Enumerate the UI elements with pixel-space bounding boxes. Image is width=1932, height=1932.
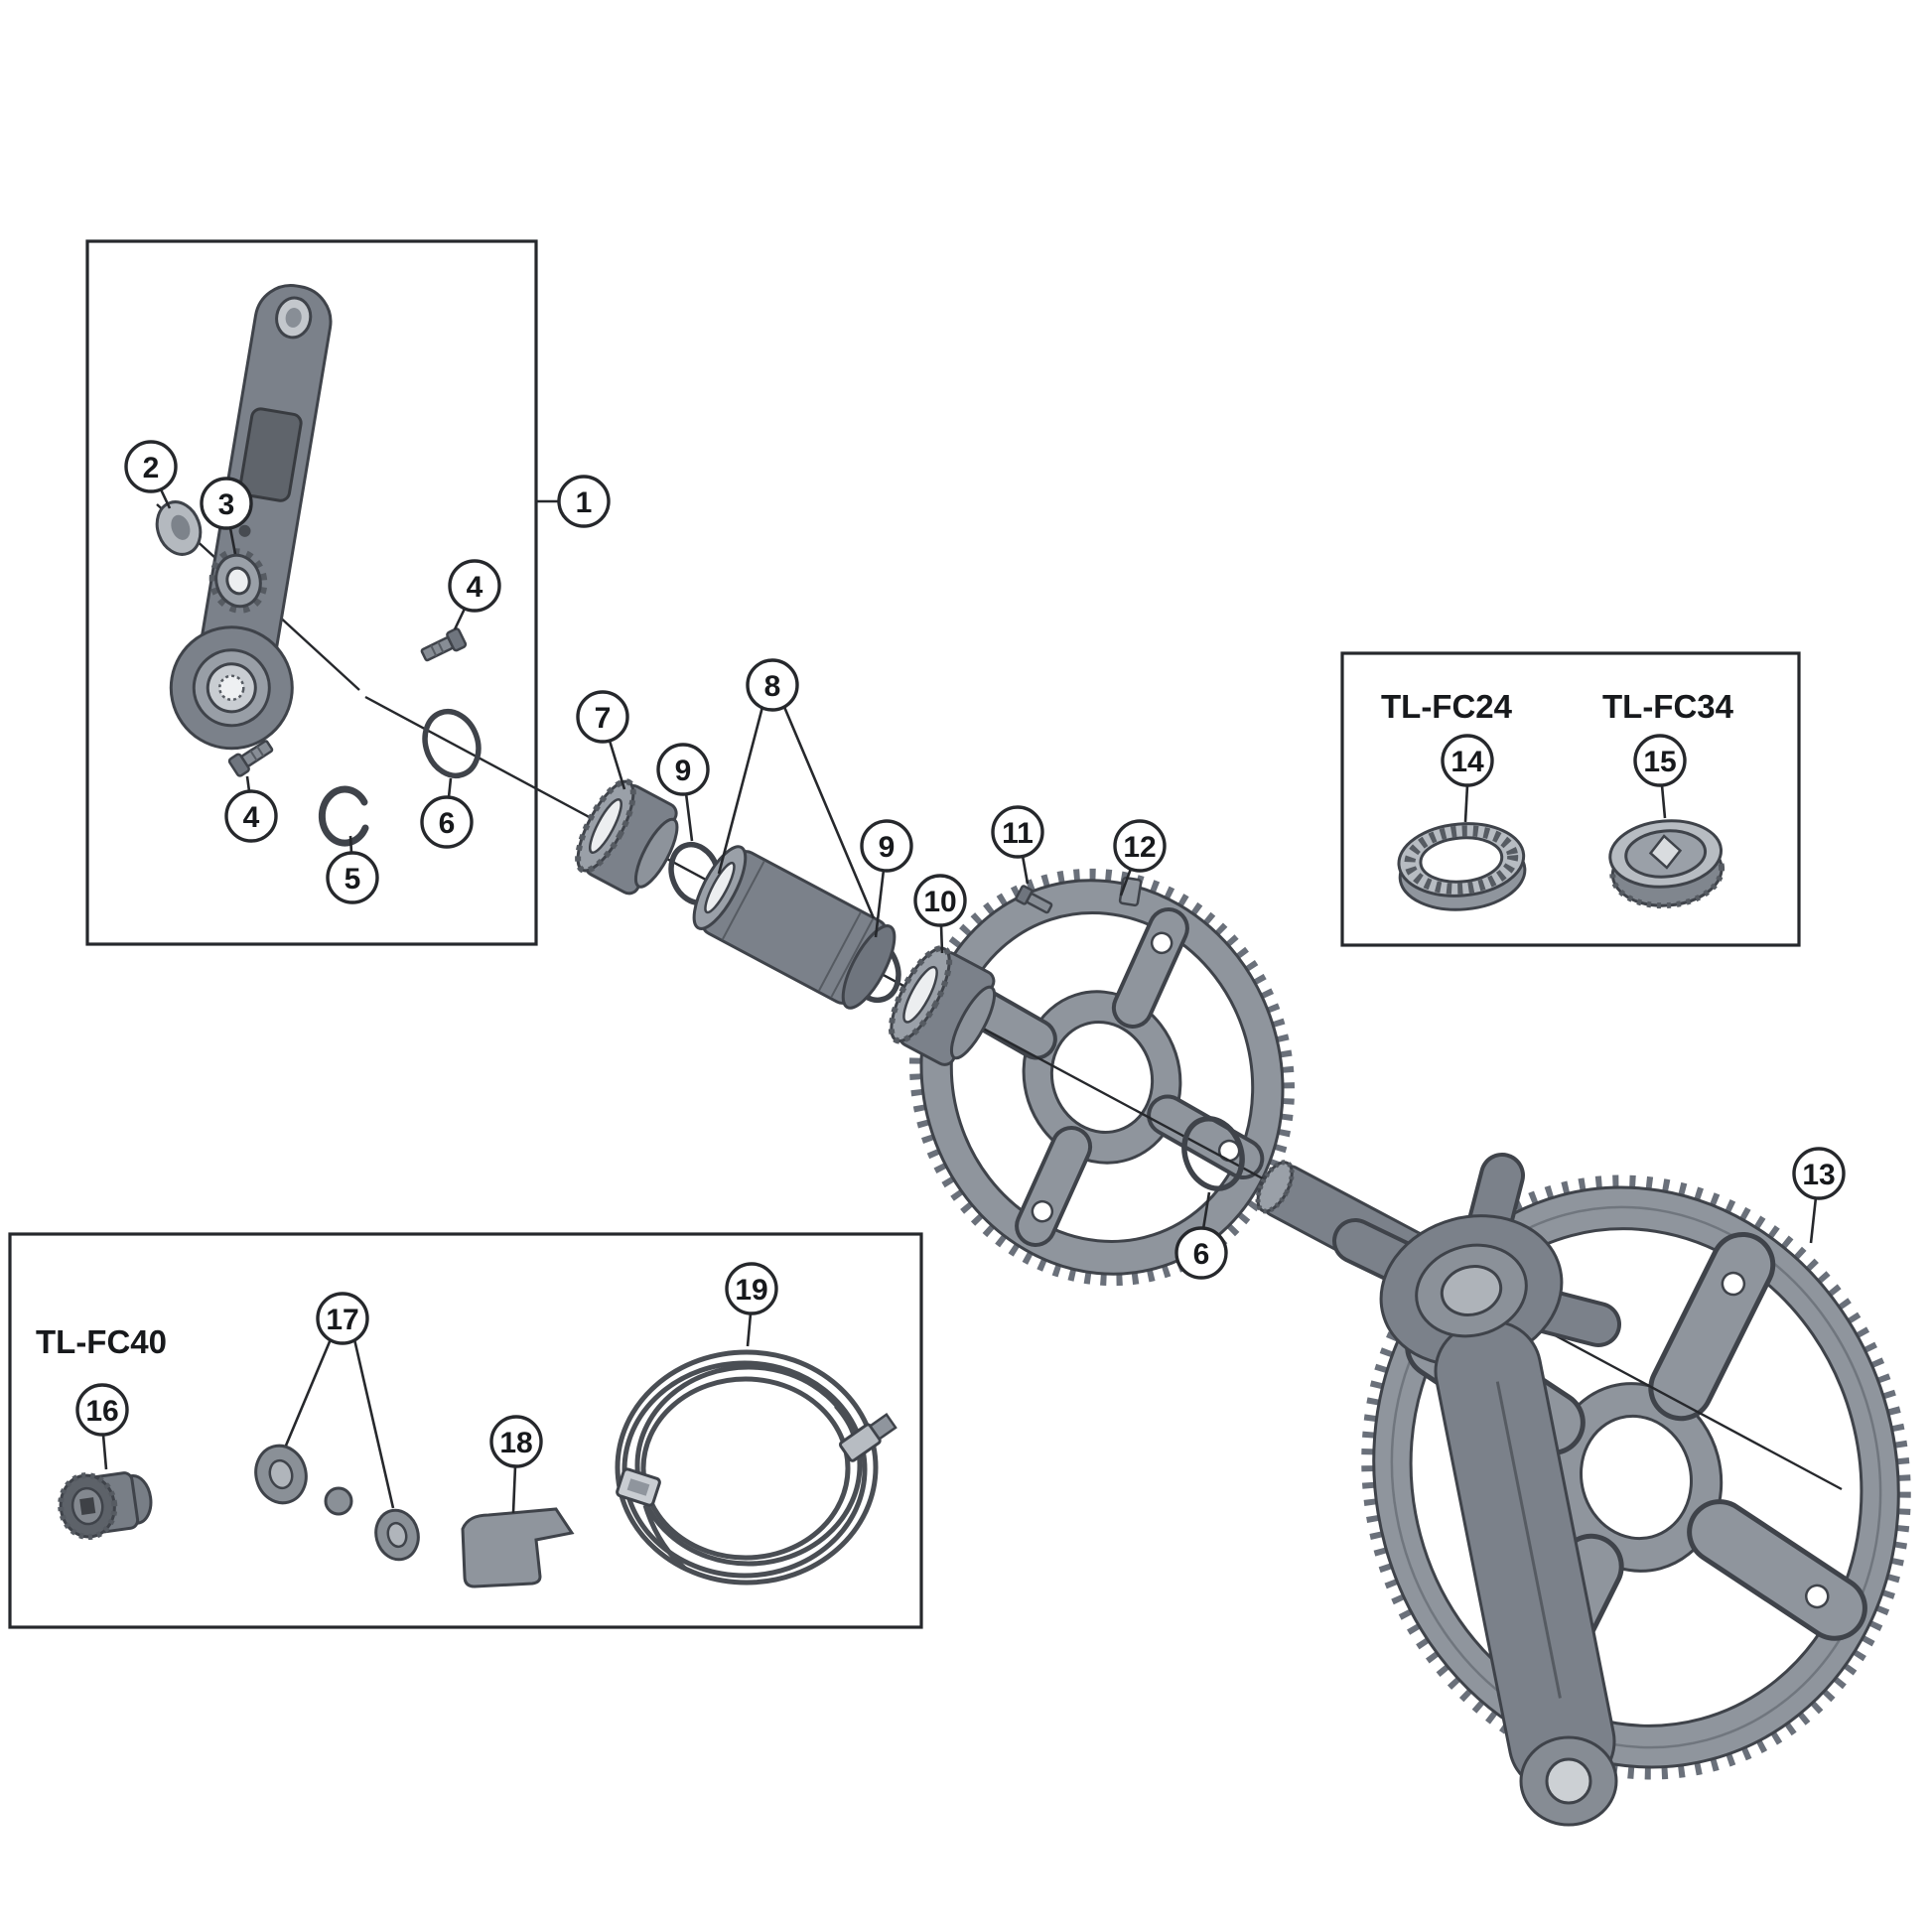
callout-10: 10 [913,874,967,927]
svg-text:7: 7 [595,702,612,735]
callout-16: 16 [75,1383,129,1437]
svg-text:11: 11 [1002,817,1034,850]
callout-17: 17 [316,1292,369,1345]
part-bb-shell [692,845,897,1010]
svg-text:17: 17 [326,1304,358,1336]
svg-text:12: 12 [1123,831,1156,864]
callout-15: 15 [1633,734,1687,787]
callout-4a: 4 [448,559,501,613]
tool-tl-fc24 [1397,822,1527,911]
callout-6a: 6 [420,795,474,849]
cable-connector-usb [838,1413,897,1462]
part-crank-bolt [227,740,274,777]
tool-tl-fc40 [58,1471,153,1540]
svg-text:8: 8 [764,670,781,703]
svg-text:18: 18 [499,1427,532,1459]
callout-14: 14 [1441,734,1494,787]
inset-box-accessories [8,1232,923,1629]
callout-6b: 6 [1174,1226,1228,1280]
svg-text:5: 5 [345,863,361,896]
svg-text:2: 2 [143,452,160,484]
svg-text:3: 3 [218,488,235,521]
tool-label-tl-fc40: TL-FC40 [36,1323,167,1360]
svg-text:6: 6 [1193,1238,1210,1271]
svg-text:14: 14 [1450,746,1484,778]
part-charging-cable [615,1349,897,1586]
battery-cover [238,407,303,502]
callout-8: 8 [746,658,799,712]
svg-text:6: 6 [439,807,456,840]
svg-text:15: 15 [1643,746,1676,778]
callout-11: 11 [991,805,1044,859]
svg-text:13: 13 [1802,1159,1835,1191]
svg-text:10: 10 [923,886,956,918]
part-snap-clip [318,785,369,847]
callout-19: 19 [725,1262,778,1315]
part-small-bolt [1015,885,1053,914]
tool-label-tl-fc24: TL-FC24 [1381,688,1513,725]
tool-label-tl-fc34: TL-FC34 [1602,688,1734,725]
callout-9b: 9 [860,819,913,873]
callout-2: 2 [124,440,178,493]
assembly-axis-line [364,695,1843,1491]
svg-text:4: 4 [243,801,260,834]
cable-connector-small [616,1467,661,1507]
callout-12: 12 [1113,819,1167,873]
callout-7: 7 [576,690,629,744]
callout-18: 18 [489,1415,543,1468]
svg-text:4: 4 [467,571,483,604]
callout-13: 13 [1792,1147,1846,1200]
part-o-ring [1181,1116,1245,1191]
tool-tl-fc34 [1608,819,1725,909]
part-right-crank-arm [1332,1153,1621,1827]
svg-text:19: 19 [735,1274,767,1307]
part-bearing-cup-left [575,778,679,896]
inset-box-left-crank [85,239,538,946]
callout-9a: 9 [656,743,710,796]
part-chainring-small [908,868,1296,1287]
svg-text:9: 9 [879,831,896,864]
svg-text:1: 1 [576,486,593,519]
part-stopper-plate [208,548,268,614]
callout-1: 1 [557,475,611,528]
part-crank-cap [155,500,203,556]
part-o-ring [422,708,482,779]
part-bearing-cup-right [888,945,997,1066]
callout-4b: 4 [224,789,278,843]
part-crank-bolt [420,627,468,662]
leader-lines [101,488,1818,1514]
part-cap-set [254,1444,420,1562]
part-bracket-plate [461,1507,575,1588]
svg-text:9: 9 [675,755,692,787]
svg-text:16: 16 [85,1395,118,1428]
inset-box-tools-fc24-fc34 [1340,651,1801,947]
callout-3: 3 [200,477,253,530]
callout-5: 5 [326,851,379,904]
